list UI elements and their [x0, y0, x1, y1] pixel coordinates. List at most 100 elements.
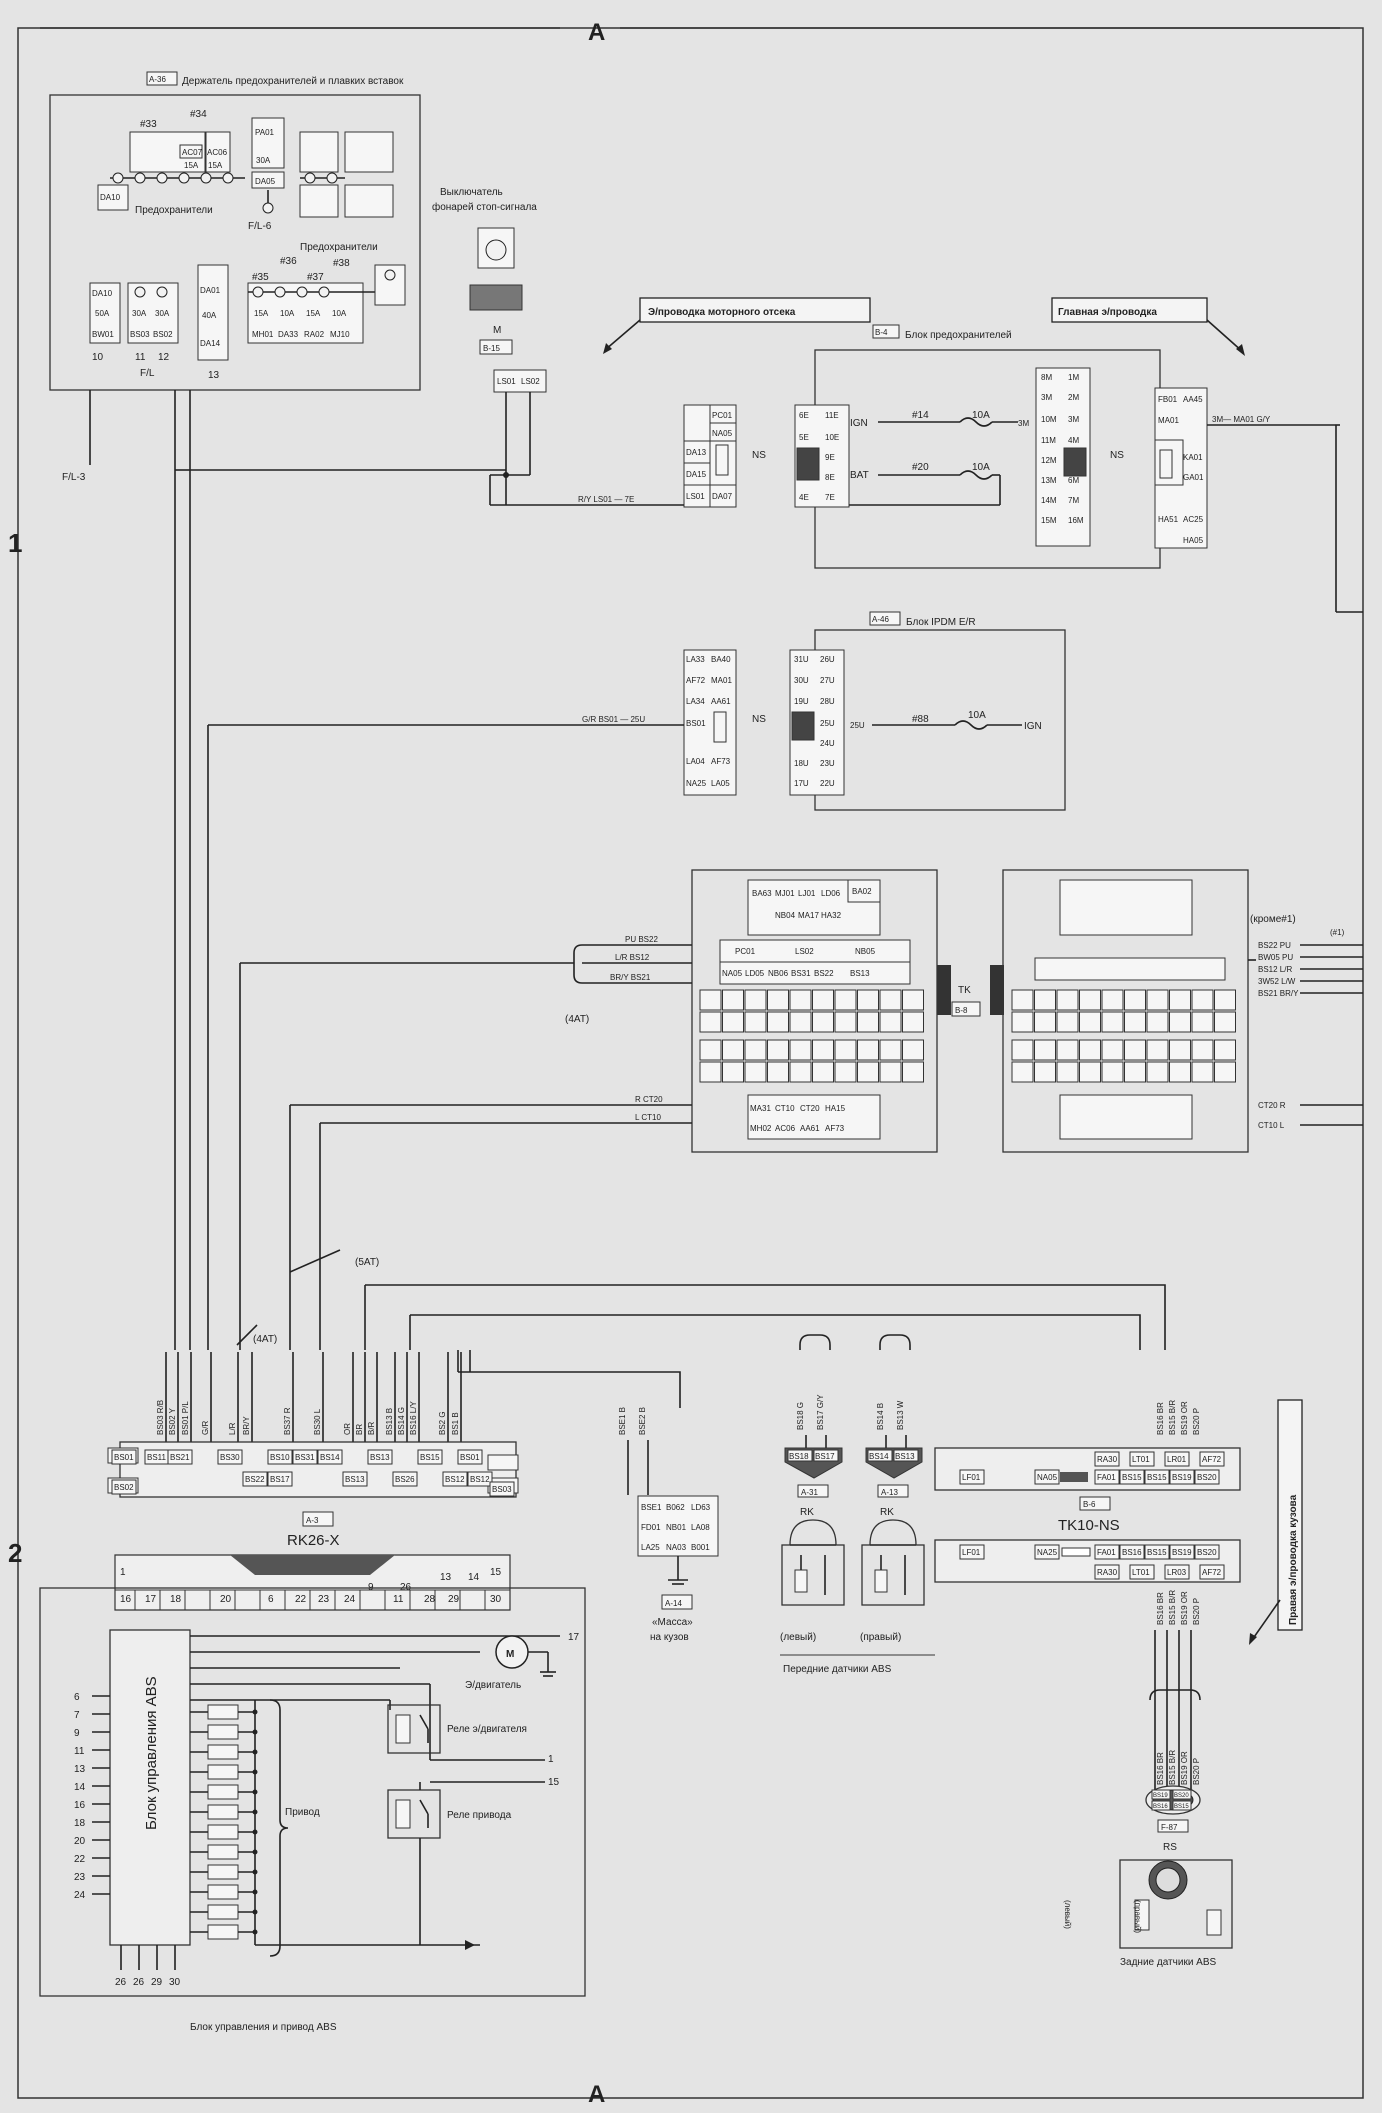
rk26-pin-box — [417, 1449, 443, 1465]
tk-pin — [879, 1061, 902, 1083]
front-l-wire-1: BS17 G/Y — [816, 1394, 825, 1430]
rk26-pin-box — [342, 1471, 368, 1487]
tk-code-0: BA63 — [752, 889, 772, 898]
tk-pin — [812, 989, 834, 1011]
fuse-block-b4: B-4 Блок предохранителей PC01 NA05 DA13 … — [490, 324, 1363, 613]
fb-far-4: GA01 — [1183, 473, 1204, 482]
fuse-holder-title: Держатель предохранителей и плавких вста… — [182, 76, 404, 87]
tk10-pin-box — [1119, 1469, 1145, 1485]
rear-pin-0: BS19 — [1153, 1793, 1168, 1799]
tk-pin — [857, 989, 879, 1011]
tk10-wire-3: BS20 P — [1192, 1408, 1201, 1435]
abs-left-number: 22 — [74, 1854, 86, 1865]
tk10-pin: AF72 — [1202, 1568, 1222, 1577]
fuse-pin-30a: 30A — [256, 156, 271, 165]
tk-pin — [857, 1039, 879, 1061]
rk26-number: 11 — [393, 1594, 404, 1605]
valve-coil-icon — [207, 1704, 239, 1720]
front-ref-r: A-13 — [881, 1488, 898, 1497]
tk10-pin-box — [959, 1469, 985, 1485]
stop-switch-label-2: фонарей стоп-сигнала — [432, 201, 537, 213]
stop-switch-pin-ls02: LS02 — [521, 377, 540, 386]
abs-left-number: 16 — [74, 1800, 86, 1811]
rk26-pin: BS03 — [492, 1485, 512, 1494]
tk10-pin-box — [1119, 1544, 1145, 1560]
front-rk-r: RK — [880, 1507, 894, 1518]
abs-left-number: 14 — [74, 1782, 86, 1793]
fuse-num-13: 13 — [208, 370, 220, 381]
rk26-pin-box — [242, 1471, 268, 1487]
tk-pin — [1146, 1039, 1169, 1061]
tk-pin — [1146, 1011, 1169, 1033]
fb-rpin-1: 1M — [1068, 373, 1079, 382]
fb-pin-na05: NA05 — [712, 429, 733, 438]
tk-at4: (4AT) — [565, 1014, 589, 1025]
fuses-label: Предохранители — [135, 205, 213, 216]
ipdm-mpin-4: 19U — [794, 697, 809, 706]
tk10-pin-box — [1144, 1469, 1170, 1485]
tk10-pin-box — [959, 1544, 985, 1560]
tk-pin — [744, 1039, 767, 1061]
tk-code-17: MA31 — [750, 1104, 771, 1113]
fuse-num-11: 11 — [135, 352, 146, 363]
rk26-number: 15 — [490, 1567, 502, 1578]
fuse-pin-15a-a: 15A — [184, 161, 199, 170]
fb-rpin-8: 12M — [1041, 456, 1057, 465]
fuse-block-title: Блок предохранителей — [905, 330, 1012, 341]
tk-right-pin-grid — [1011, 989, 1236, 1083]
valve-coil-icon — [207, 1824, 239, 1840]
rear-right-label: (правый) — [1133, 1900, 1142, 1933]
tk-pin — [1034, 1061, 1056, 1083]
tk10-pin-box — [1199, 1564, 1225, 1580]
rk26-pin-box — [111, 1479, 137, 1495]
fuse-num-36: #36 — [280, 256, 297, 267]
fb-wire-ls01: R/Y LS01 — 7E — [578, 495, 634, 504]
fb-pin-pc01: PC01 — [712, 411, 733, 420]
valve-coil-icon — [207, 1884, 239, 1900]
fuse-pin-ac07: AC07 — [182, 148, 203, 157]
abs-right-17: 17 — [568, 1632, 580, 1643]
rk26-number: 22 — [295, 1594, 307, 1605]
fb-pin-8e: 8E — [825, 473, 835, 482]
tk-pin — [1191, 1061, 1214, 1083]
tk-rw-1: BW05 PU — [1258, 953, 1293, 962]
abs-left-number: 6 — [74, 1692, 80, 1703]
tk-pin — [1011, 1061, 1034, 1083]
tk-code-5: NB04 — [775, 911, 796, 920]
ipdm-ns: NS — [752, 714, 766, 725]
tk-rw-3: 3W52 L/W — [1258, 977, 1296, 986]
tk-pin — [812, 1011, 834, 1033]
tk10-pin-box — [1164, 1564, 1190, 1580]
rk26-pin: BS17 — [270, 1475, 290, 1484]
abs-left-number: 9 — [74, 1728, 80, 1739]
front-right-label: (правый) — [860, 1632, 901, 1643]
rk26-pin-box — [292, 1449, 318, 1465]
tk-ct-1: L CT10 — [635, 1113, 661, 1122]
abs-left-number: 20 — [74, 1836, 86, 1847]
tk-label: TK — [958, 985, 971, 996]
tk-pin — [879, 1039, 902, 1061]
valve-coil-icon — [207, 1844, 239, 1860]
fb-rpin-6: 11M — [1041, 436, 1056, 445]
ground-pin-8: B001 — [691, 1543, 710, 1552]
fb-pin-10e: 10E — [825, 433, 839, 442]
tk-pin — [1101, 1011, 1124, 1033]
tk-rw-2: BS12 L/R — [1258, 965, 1292, 974]
tk-pin — [744, 989, 767, 1011]
rk26-pin: BS26 — [395, 1475, 415, 1484]
tk-code-11: NA05 — [722, 969, 743, 978]
tk10-pin: FA01 — [1097, 1473, 1116, 1482]
fuse-pin-da14: DA14 — [200, 339, 221, 348]
tk10-wire-2: BS19 OR — [1180, 1401, 1189, 1435]
tk-pin — [722, 1061, 744, 1083]
ground-ref: A-14 — [665, 1599, 682, 1608]
tk-pin — [1169, 1061, 1191, 1083]
tk10-wire-0: BS16 BR — [1156, 1402, 1165, 1435]
rk26-ref: A-3 — [306, 1516, 319, 1525]
grid-col-top: A — [588, 19, 605, 46]
ipdm-mpin-3: 27U — [820, 676, 835, 685]
tk10-pin: LR01 — [1167, 1455, 1187, 1464]
tk10-key — [1060, 1472, 1088, 1482]
tk-pin — [834, 1011, 857, 1033]
